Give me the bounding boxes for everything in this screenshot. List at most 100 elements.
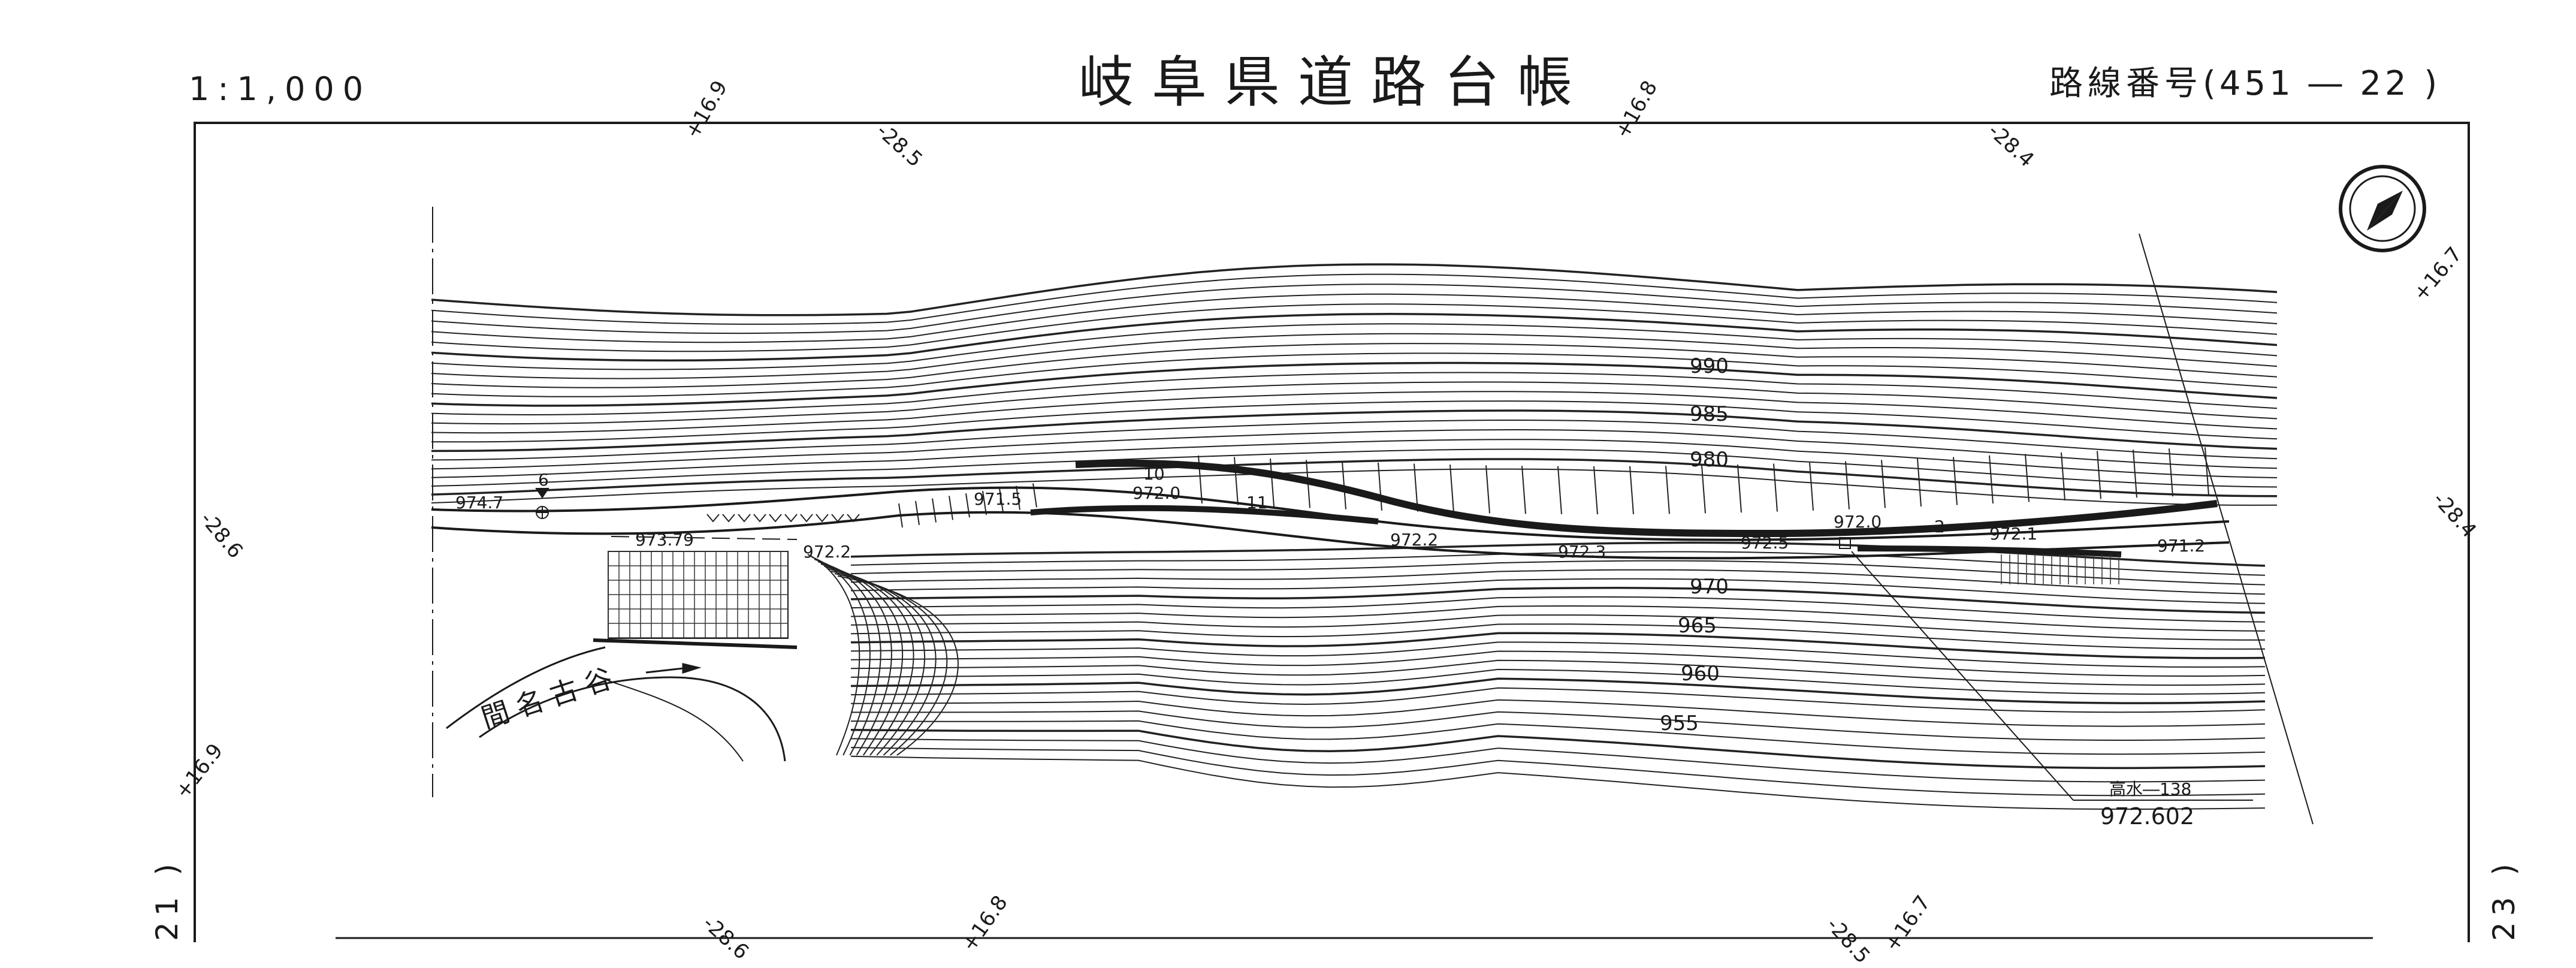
contour-line-upper [431,284,2278,334]
contour-line-upper [431,352,2278,397]
slope-tooth [738,514,751,523]
stream [446,646,786,762]
contour-line-lower [850,605,2266,632]
elevation-972-0b: 972.0 [1834,512,1882,532]
road-centerline [611,536,798,540]
topographic-map: 990 985 980 970 965 960 955 974.7 973.79… [194,122,2470,942]
contour-line-upper [431,333,2278,379]
contour-line-valley [828,568,926,756]
contour-line-upper [431,273,2278,325]
stream-name: 間名古谷 [478,659,624,735]
contour-line-upper [431,313,2278,362]
contour-label-970: 970 [1690,575,1729,599]
contour-line-upper [431,303,2278,352]
slope-hachure [2204,447,2209,496]
slope-tooth [706,514,720,523]
stream-bank-south [479,676,786,762]
slope-hachure [1665,466,1670,514]
contour-line-lower [850,641,2266,668]
slope-hachure [1845,461,1850,509]
station-10: 10 [1143,464,1165,484]
contour-lines [431,263,2278,810]
elevation-972-2a: 972.2 [803,542,851,562]
contour-line-lower [850,755,2266,810]
slope-tooth [800,514,813,523]
contour-line-upper [431,400,2278,443]
contour-line-lower [850,578,2266,604]
contour-label-960: 960 [1681,662,1720,686]
contour-line-lower [850,569,2266,595]
contour-line-lower [850,650,2266,677]
station-11: 11 [1246,493,1268,512]
contour-label-955: 955 [1660,711,1699,735]
elevation-971-5: 971.5 [974,489,1022,509]
triangle-marker-icon [535,488,549,499]
road [431,486,2230,560]
flow-arrow-head [682,663,702,674]
contour-label-980: 980 [1690,448,1729,472]
contour-line-lower [850,659,2266,686]
elevation-974-7: 974.7 [455,493,503,512]
retaining-wall-lower [1030,505,1379,524]
slope-hachure [1881,460,1886,508]
slope-hachure [1270,458,1275,507]
contour-line-upper [431,391,2278,434]
contour-line-upper [431,439,2278,478]
slope-hachure [2025,454,2030,502]
elevation-972-1: 972.1 [1989,524,2037,544]
slope-hachure [1234,457,1239,505]
contour-line-upper [431,293,2278,343]
contour-line-upper [431,381,2278,425]
benchmark-label: 高水―138 [2109,779,2191,799]
slope-tooth [816,514,829,523]
contour-line-lower [850,541,2266,567]
contour-line-upper [431,263,2278,316]
contour-label-990: 990 [1690,354,1729,378]
contour-line-lower [850,720,2266,755]
slope-hachure [932,498,937,523]
north-arrow-icon [2339,165,2426,252]
slope-hachure [2097,451,2101,499]
map-sheet: 1:1,000 岐阜県道路台帳 路線番号(451 ― 22 ) +16.9 -2… [150,55,2521,968]
slope-hachures [706,447,2209,528]
contour-line-valley [837,575,959,756]
contour-line-lower [850,677,2266,704]
contour-line-lower [850,623,2266,650]
flow-arrow-line [645,667,684,674]
route-number: 路線番号(451 ― 22 ) [2049,67,2441,101]
contour-line-lower [850,699,2266,727]
stream-channel [599,677,744,762]
station-2: 2 [1934,517,1945,536]
scale-label: 1:1,000 [189,70,372,108]
slope-hachure [1773,463,1778,512]
benchmark-leader [1839,537,2253,801]
bridge-abutment [593,638,798,649]
contour-line-lower [850,587,2266,614]
slope-hachure [1737,465,1742,513]
contour-line-lower [850,632,2266,659]
stream-bank-north [446,646,606,729]
station-6: 6 [538,470,549,490]
contour-line-upper [431,419,2278,461]
road-edge-lower [431,511,2230,560]
contour-line-upper [431,361,2278,407]
survey-points [535,488,549,519]
slope-tooth [722,514,735,523]
benchmark-elevation: 972.602 [2100,803,2194,830]
slope-hachure [965,493,970,518]
contour-line-upper [431,409,2278,453]
bridge-grid [608,551,2119,638]
contour-label-985: 985 [1690,402,1729,426]
slope-hachure [949,496,953,520]
contour-line-upper [431,372,2278,416]
slope-hachure [915,500,920,525]
slope-tooth [784,514,798,523]
contour-label-965: 965 [1678,614,1717,638]
road-edge-upper [431,486,2230,541]
contour-line-upper [431,458,2278,497]
contour-line-lower [850,596,2266,623]
contour-line-lower [850,728,2266,770]
elevation-972-3: 972.3 [1558,542,1606,562]
contour-line-lower [850,747,2266,797]
route-value: (451 ― 22 ) [2203,64,2441,103]
